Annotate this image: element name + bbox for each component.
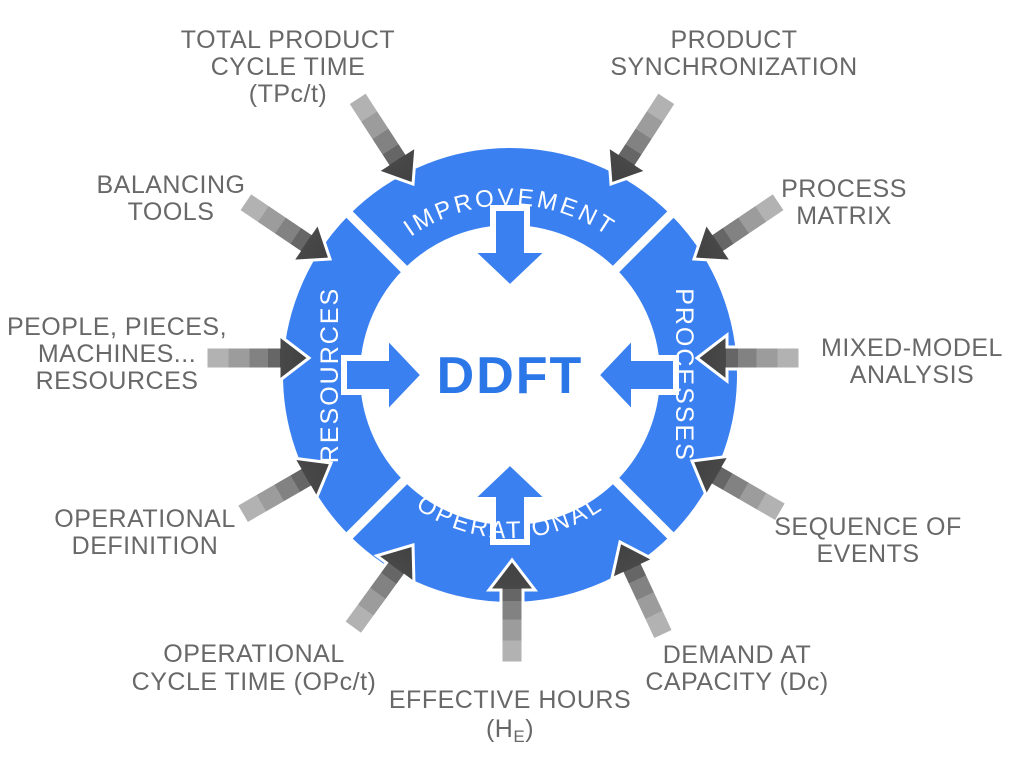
input-arrow-sequence-of-events — [689, 454, 789, 525]
label-operational-cycle-time: OPERATIONAL CYCLE TIME (OPc/t) — [132, 640, 377, 696]
label-line: CYCLE TIME — [211, 53, 366, 81]
inward-arrow-left — [341, 327, 429, 423]
label-effective-hours: EFFECTIVE HOURS (HE) — [389, 686, 631, 746]
label-line: MACHINES... — [38, 340, 196, 368]
input-arrow-mixed-model-analysis — [694, 331, 802, 385]
label-balancing-tools: BALANCING TOOLS — [97, 171, 246, 226]
ring-segment-label-processes: PROCESSES — [670, 288, 698, 462]
input-arrow-process-matrix — [691, 190, 788, 263]
label-line: (TPc/t) — [249, 80, 328, 108]
label-process-matrix: PROCESS MATRIX — [781, 175, 907, 230]
label-line: EVENTS — [816, 540, 919, 568]
center-label: DDFT — [437, 347, 584, 405]
inward-arrow-bottom — [462, 457, 558, 545]
input-arrow-total-product-cycle-time — [345, 89, 418, 187]
label-line: DEMAND AT — [663, 641, 812, 669]
label-line: TOTAL PRODUCT — [181, 26, 395, 54]
label-line: OPERATIONAL — [54, 505, 235, 533]
label-line: TOOLS — [128, 198, 215, 226]
label-line: MATRIX — [796, 202, 892, 230]
label-line: SYNCHRONIZATION — [610, 53, 857, 81]
label-line: PROCESS — [781, 175, 907, 203]
inward-arrow-top — [462, 205, 558, 293]
ring-gap-bottom-right — [604, 469, 685, 550]
input-arrow-people-pieces-machines-resources — [204, 331, 312, 385]
input-arrow-balancing-tools — [236, 190, 333, 263]
label-product-synchronization: PRODUCT SYNCHRONIZATION — [610, 26, 857, 81]
input-arrow-demand-at-capacity — [609, 539, 676, 642]
ring-segment-label-resources: RESOURCES — [316, 287, 344, 463]
input-arrow-operational-definition — [234, 456, 334, 527]
label-line: ANALYSIS — [850, 361, 974, 389]
label-demand-at-capacity: DEMAND AT CAPACITY (Dc) — [645, 641, 828, 696]
input-arrow-effective-hours — [485, 557, 539, 665]
ring-gap-bottom-left — [335, 469, 416, 550]
label-operational-definition: OPERATIONAL DEFINITION — [54, 505, 235, 560]
label-mixed-model-analysis: MIXED-MODEL ANALYSIS — [821, 334, 1003, 389]
label-line: PRODUCT — [670, 26, 797, 54]
inward-arrow-right — [591, 327, 679, 423]
label-line: MIXED-MODEL — [821, 334, 1003, 362]
label-line: DEFINITION — [72, 532, 219, 560]
ring-gap-top-left — [335, 200, 416, 281]
label-line: PEOPLE, PIECES, — [7, 313, 227, 341]
label-line-formula: (HE) — [486, 715, 534, 746]
input-arrow-product-synchronization — [606, 89, 679, 187]
label-sequence-of-events: SEQUENCE OF EVENTS — [774, 513, 961, 568]
label-total-product-cycle-time: TOTAL PRODUCT CYCLE TIME (TPc/t) — [181, 26, 395, 108]
label-line: CYCLE TIME (OPc/t) — [132, 668, 377, 696]
ring-gap-top-right — [604, 200, 685, 281]
label-line: RESOURCES — [36, 367, 199, 395]
label-line: CAPACITY (Dc) — [645, 668, 828, 696]
label-line: SEQUENCE OF — [774, 513, 961, 541]
label-line: BALANCING — [97, 171, 246, 199]
input-arrow-operational-cycle-time — [341, 543, 416, 637]
label-line: OPERATIONAL — [163, 640, 344, 668]
label-line: EFFECTIVE HOURS — [389, 686, 631, 714]
label-people-pieces-machines-resources: PEOPLE, PIECES, MACHINES... RESOURCES — [7, 313, 227, 395]
